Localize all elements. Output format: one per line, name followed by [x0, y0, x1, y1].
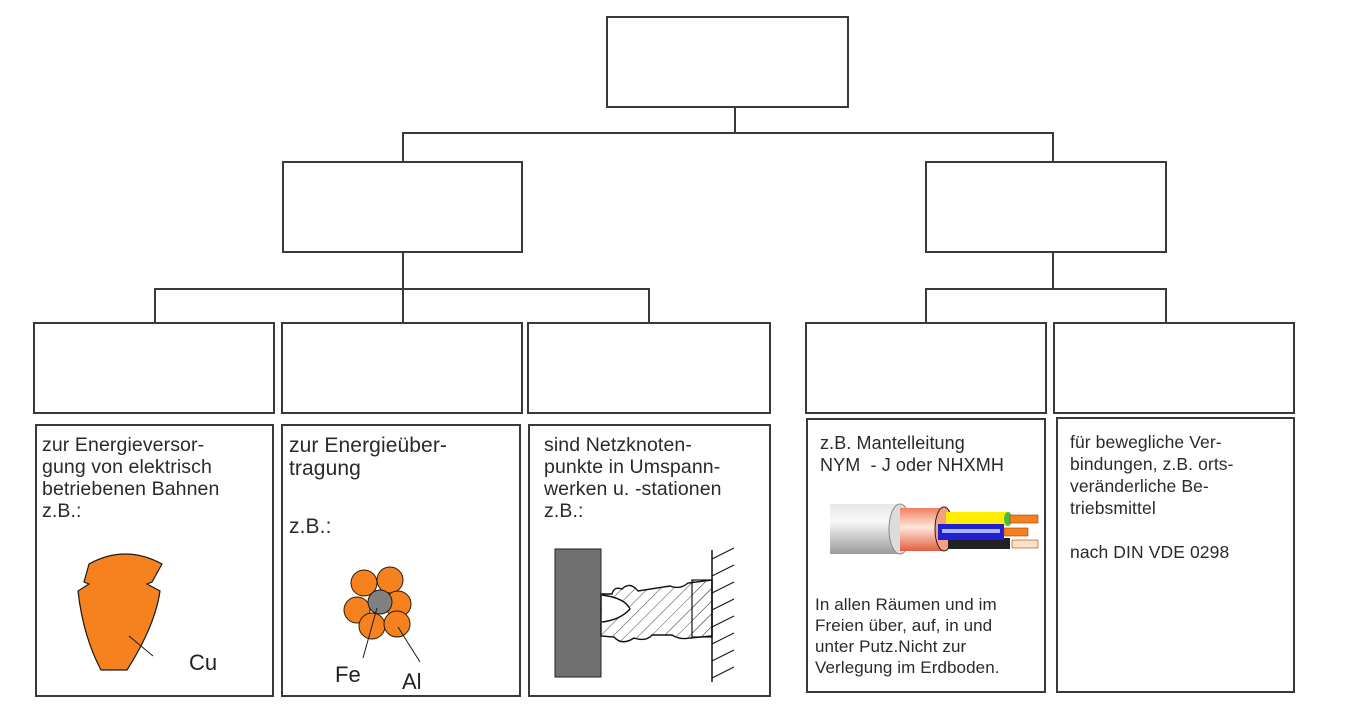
al-label: Al	[402, 669, 422, 694]
connector-level2-bar	[402, 132, 1054, 134]
description-text: zur Energieversor- gung von elektrisch b…	[42, 434, 220, 522]
conductor-copper-2	[1003, 527, 1029, 537]
conductor-copper-3	[1011, 539, 1039, 549]
level3-box-5[interactable]	[1053, 322, 1295, 414]
fe-label: Fe	[335, 662, 361, 687]
connector-left-bar	[154, 288, 650, 290]
cable-cutaway-icon	[830, 503, 1039, 555]
connector-right-down	[1052, 252, 1054, 289]
connector-level2-left-drop	[402, 132, 404, 162]
description-text: für bewegliche Ver- bindungen, z.B. orts…	[1070, 432, 1234, 562]
connector-root-down	[734, 107, 736, 134]
copper-profile-shape	[77, 553, 163, 671]
cable-outer-sheath	[830, 504, 900, 554]
level3-box-2[interactable]	[281, 322, 523, 414]
connector-level2-right-drop	[1052, 132, 1054, 162]
steel-core	[367, 589, 393, 615]
root-box[interactable]	[606, 16, 849, 108]
conductor-copper-1	[1009, 514, 1039, 524]
copper-pointer-line	[128, 635, 154, 657]
connector-right-drop-1	[925, 288, 927, 323]
description-box-busbar: sind Netzknoten- punkte in Umspann- werk…	[528, 424, 771, 697]
connector-left-drop-1	[154, 288, 156, 323]
copper-profile-icon	[77, 553, 163, 671]
connector-right-bar	[925, 288, 1167, 290]
connector-right-drop-2	[1165, 288, 1167, 323]
level3-box-4[interactable]	[805, 322, 1047, 414]
description-text-top: zur Energieüber- tragung	[289, 434, 448, 480]
fe-pointer-line	[362, 607, 378, 659]
cable-inner-sheath	[900, 508, 944, 551]
description-text-bottom: z.B.:	[289, 515, 332, 538]
level3-box-1[interactable]	[33, 322, 275, 414]
level2-box-left[interactable]	[282, 161, 523, 253]
description-box-contact-wire: zur Energieversor- gung von elektrisch b…	[35, 424, 274, 697]
aluminum-strand	[383, 610, 411, 638]
description-box-flexible-cable: für bewegliche Ver- bindungen, z.B. orts…	[1056, 417, 1295, 693]
insulator-base	[691, 579, 713, 638]
busbar-insulator-icon	[554, 547, 735, 682]
busbar-rect	[554, 548, 602, 678]
wire-black	[948, 538, 1010, 549]
insulator-clamp	[601, 594, 631, 623]
description-box-overhead-conductor: zur Energieüber- tragung z.B.: Fe Al	[281, 424, 521, 697]
description-box-sheathed-cable: z.B. Mantelleitung NYM - J oder NHXMH In…	[806, 418, 1046, 693]
connector-left-drop-3	[648, 288, 650, 323]
description-text: sind Netzknoten- punkte in Umspann- werk…	[544, 434, 722, 522]
wire-blue-highlight	[942, 529, 1000, 533]
level2-box-right[interactable]	[925, 161, 1167, 253]
al-pointer-line	[397, 626, 421, 663]
wall-hatching	[711, 547, 735, 679]
copper-label: Cu	[189, 650, 218, 675]
wire-yellow	[946, 512, 1008, 526]
level3-box-3[interactable]	[527, 322, 771, 414]
description-text-top: z.B. Mantelleitung NYM - J oder NHXMH	[820, 433, 1004, 475]
aluminum-strand	[376, 566, 404, 594]
description-text-bottom: In allen Räumen und im Freien über, auf,…	[815, 595, 1000, 677]
stranded-conductor-icon	[343, 566, 421, 663]
